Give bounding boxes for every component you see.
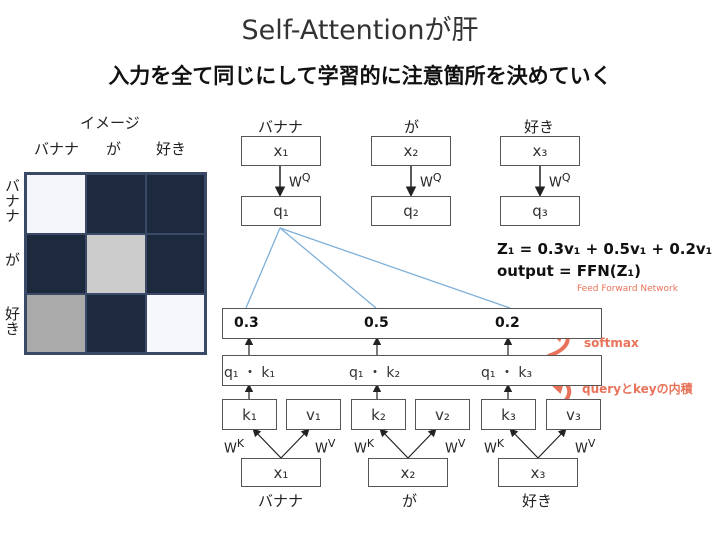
bottom-input-box-x2: x₂: [368, 458, 448, 487]
input-box-x3: x₃: [500, 136, 580, 166]
arrow-x1-v1: [280, 428, 310, 459]
score-1: 0.3: [234, 315, 259, 331]
bottom-token-ga: が: [402, 492, 418, 510]
softmax-row: [222, 308, 602, 339]
bottom-input-x2-label: x₂: [400, 463, 416, 482]
score-2: 0.5: [364, 315, 389, 331]
col-label-suki: 好き: [156, 140, 187, 158]
dot-product-1: q₁ ・ k₁: [224, 365, 276, 381]
weight-q-label-3: WQ: [549, 171, 571, 191]
dot-product-2: q₁ ・ k₂: [349, 365, 401, 381]
value-v3-label: v₃: [566, 405, 581, 424]
key-k1-label: k₁: [242, 405, 257, 424]
key-k3-label: k₃: [501, 405, 516, 424]
query-q2-label: q₂: [403, 202, 419, 220]
bottom-token-suki: 好き: [522, 492, 553, 510]
weight-q-label-2: WQ: [420, 171, 442, 191]
weight-v-label-3: WV: [575, 437, 596, 457]
bottom-input-box-x1: x₁: [241, 458, 321, 487]
query-key-label: queryとkeyの内積: [582, 382, 693, 396]
value-v2-label: v₂: [435, 405, 450, 424]
query-box-q1: q₁: [241, 196, 321, 226]
weight-k-label-2: WK: [354, 437, 375, 457]
cell-1-1: [86, 234, 146, 294]
arrow-x1-k1: [252, 428, 282, 459]
weight-k-label-1: WK: [224, 437, 245, 457]
input-x3-label: x₃: [532, 142, 548, 160]
dot-product-3: q₁ ・ k₃: [481, 365, 533, 381]
row-label-banana: バナナ: [3, 178, 21, 223]
bottom-token-banana: バナナ: [258, 492, 304, 510]
cell-2-0: [26, 294, 86, 353]
input-x1-label: x₁: [273, 142, 289, 160]
arrow-x2-k2: [379, 428, 409, 459]
cell-2-1: [86, 294, 146, 353]
value-v1-label: v₁: [306, 405, 321, 424]
key-k2-label: k₂: [371, 405, 386, 424]
value-box-v3: v₃: [546, 399, 601, 430]
row-label-suki: 好き: [3, 306, 21, 336]
bottom-input-box-x3: x₃: [498, 458, 578, 487]
input-box-x1: x₁: [241, 136, 321, 166]
input-box-x2: x₂: [371, 136, 451, 166]
key-box-k2: k₂: [351, 399, 406, 430]
attention-matrix: [24, 172, 207, 355]
cell-0-1: [86, 174, 146, 234]
col-label-ga: が: [106, 140, 122, 158]
weight-k-label-3: WK: [484, 437, 505, 457]
line-q1-s2: [279, 227, 377, 309]
value-box-v1: v₁: [286, 399, 341, 430]
line-q1-s1: [245, 227, 281, 309]
query-q1-label: q₁: [273, 202, 289, 220]
image-header: イメージ: [80, 114, 140, 132]
query-q3-label: q₃: [532, 202, 548, 220]
key-box-k1: k₁: [222, 399, 277, 430]
bottom-input-x3-label: x₃: [530, 463, 546, 482]
top-token-suki: 好き: [524, 118, 555, 136]
arrow-x3-k3: [509, 428, 539, 459]
weight-q-label-1: WQ: [289, 171, 311, 191]
slide-title: Self-Attentionが肝: [241, 15, 479, 46]
weight-v-label-1: WV: [315, 437, 336, 457]
cell-2-2: [146, 294, 205, 353]
formula-z1: Z₁ = 0.3v₁ + 0.5v₁ + 0.2v₁: [497, 240, 713, 258]
bottom-input-x1-label: x₁: [273, 463, 289, 482]
cell-0-2: [146, 174, 205, 234]
line-q1-s3: [279, 227, 511, 309]
top-token-banana: バナナ: [258, 118, 304, 136]
weight-v-label-2: WV: [445, 437, 466, 457]
score-3: 0.2: [495, 315, 520, 331]
col-label-banana: バナナ: [34, 140, 80, 158]
value-box-v2: v₂: [415, 399, 470, 430]
dot-product-row: [222, 355, 602, 386]
cell-1-0: [26, 234, 86, 294]
cell-1-2: [146, 234, 205, 294]
formula-output: output = FFN(Z₁): [497, 262, 641, 280]
query-box-q2: q₂: [371, 196, 451, 226]
softmax-label: softmax: [584, 336, 639, 350]
ffn-note: Feed Forward Network: [577, 284, 678, 294]
arrow-x3-v3: [537, 428, 567, 459]
arrow-x2-v2: [407, 428, 437, 459]
slide-subtitle: 入力を全て同じにして学習的に注意箇所を決めていく: [108, 64, 612, 88]
key-box-k3: k₃: [481, 399, 536, 430]
cell-0-0: [26, 174, 86, 234]
top-token-ga: が: [404, 118, 420, 136]
query-box-q3: q₃: [500, 196, 580, 226]
input-x2-label: x₂: [403, 142, 419, 160]
row-label-ga: が: [3, 252, 21, 267]
